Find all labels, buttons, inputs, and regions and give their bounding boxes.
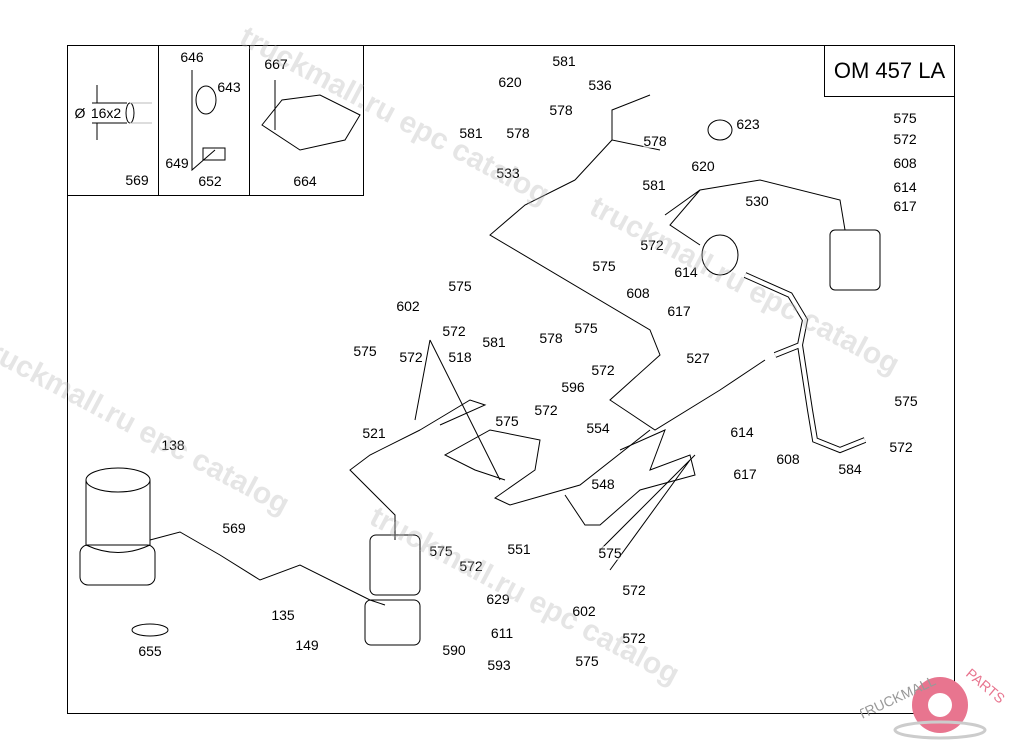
diameter-symbol: Ø [74, 105, 86, 121]
part-label[interactable]: 581 [482, 334, 506, 350]
part-label[interactable]: 527 [686, 350, 710, 366]
part-label[interactable]: 572 [459, 558, 483, 574]
part-label[interactable]: 623 [736, 116, 760, 132]
part-label[interactable]: 617 [733, 466, 757, 482]
part-label[interactable]: 572 [399, 349, 423, 365]
part-label[interactable]: 578 [506, 125, 530, 141]
part-label[interactable]: 575 [495, 413, 519, 429]
part-label[interactable]: 575 [894, 393, 918, 409]
part-label[interactable]: 611 [490, 625, 514, 641]
part-label[interactable]: 584 [838, 461, 862, 477]
part-label[interactable]: 575 [448, 278, 472, 294]
part-label[interactable]: 614 [674, 264, 698, 280]
part-label[interactable]: 617 [893, 198, 917, 214]
part-label[interactable]: 602 [572, 603, 596, 619]
part-label[interactable]: 655 [138, 643, 162, 659]
part-label[interactable]: 572 [591, 362, 615, 378]
part-label[interactable]: 667 [264, 56, 288, 72]
part-label[interactable]: 575 [598, 545, 622, 561]
part-label[interactable]: 551 [507, 541, 531, 557]
part-label[interactable]: 572 [442, 323, 466, 339]
part-label[interactable]: 575 [592, 258, 616, 274]
part-label[interactable]: 572 [534, 402, 558, 418]
part-label[interactable]: 617 [667, 303, 691, 319]
part-label[interactable]: 518 [448, 349, 472, 365]
part-label[interactable]: 590 [442, 642, 466, 658]
part-label[interactable]: 533 [496, 165, 520, 181]
part-label[interactable]: 581 [642, 177, 666, 193]
diagram-frame [67, 45, 955, 714]
part-label[interactable]: 614 [893, 179, 917, 195]
part-label[interactable]: 575 [893, 110, 917, 126]
part-label[interactable]: 578 [643, 133, 667, 149]
part-label[interactable]: 646 [180, 49, 204, 65]
pipe-dimension: 16x2 [90, 105, 122, 121]
truckmall-parts-logo: TRUCKMALL PARTS [860, 660, 1024, 750]
part-label[interactable]: 581 [459, 125, 483, 141]
svg-text:PARTS: PARTS [963, 665, 1008, 706]
part-label[interactable]: 620 [498, 74, 522, 90]
part-label[interactable]: 593 [487, 657, 511, 673]
part-label[interactable]: 620 [691, 158, 715, 174]
part-label[interactable]: 572 [889, 439, 913, 455]
part-label[interactable]: 608 [626, 285, 650, 301]
part-label[interactable]: 569 [125, 172, 149, 188]
part-label[interactable]: 536 [588, 77, 612, 93]
part-label[interactable]: 138 [161, 437, 185, 453]
part-label[interactable]: 643 [217, 79, 241, 95]
part-label[interactable]: 575 [574, 320, 598, 336]
part-label[interactable]: 649 [165, 155, 189, 171]
part-label[interactable]: 664 [293, 173, 317, 189]
part-label[interactable]: 569 [222, 520, 246, 536]
part-label[interactable]: 572 [622, 630, 646, 646]
part-label[interactable]: 575 [575, 653, 599, 669]
part-label[interactable]: 554 [586, 420, 610, 436]
part-label[interactable]: 596 [561, 379, 585, 395]
part-label[interactable]: 578 [549, 102, 573, 118]
part-label[interactable]: 135 [271, 607, 295, 623]
header-panel-bracket [249, 45, 364, 196]
engine-model-title: OM 457 LA [824, 45, 955, 97]
part-label[interactable]: 602 [396, 298, 420, 314]
part-label[interactable]: 652 [198, 173, 222, 189]
part-label[interactable]: 614 [730, 424, 754, 440]
part-label[interactable]: 578 [539, 330, 563, 346]
part-label[interactable]: 608 [776, 451, 800, 467]
part-label[interactable]: 608 [893, 155, 917, 171]
part-label[interactable]: 572 [893, 131, 917, 147]
part-label[interactable]: 575 [353, 343, 377, 359]
part-label[interactable]: 548 [591, 476, 615, 492]
part-label[interactable]: 629 [486, 591, 510, 607]
part-label[interactable]: 575 [429, 543, 453, 559]
part-label[interactable]: 149 [295, 637, 319, 653]
part-label[interactable]: 572 [640, 237, 664, 253]
part-label[interactable]: 581 [552, 53, 576, 69]
part-label[interactable]: 530 [745, 193, 769, 209]
part-label[interactable]: 521 [362, 425, 386, 441]
part-label[interactable]: 572 [622, 582, 646, 598]
